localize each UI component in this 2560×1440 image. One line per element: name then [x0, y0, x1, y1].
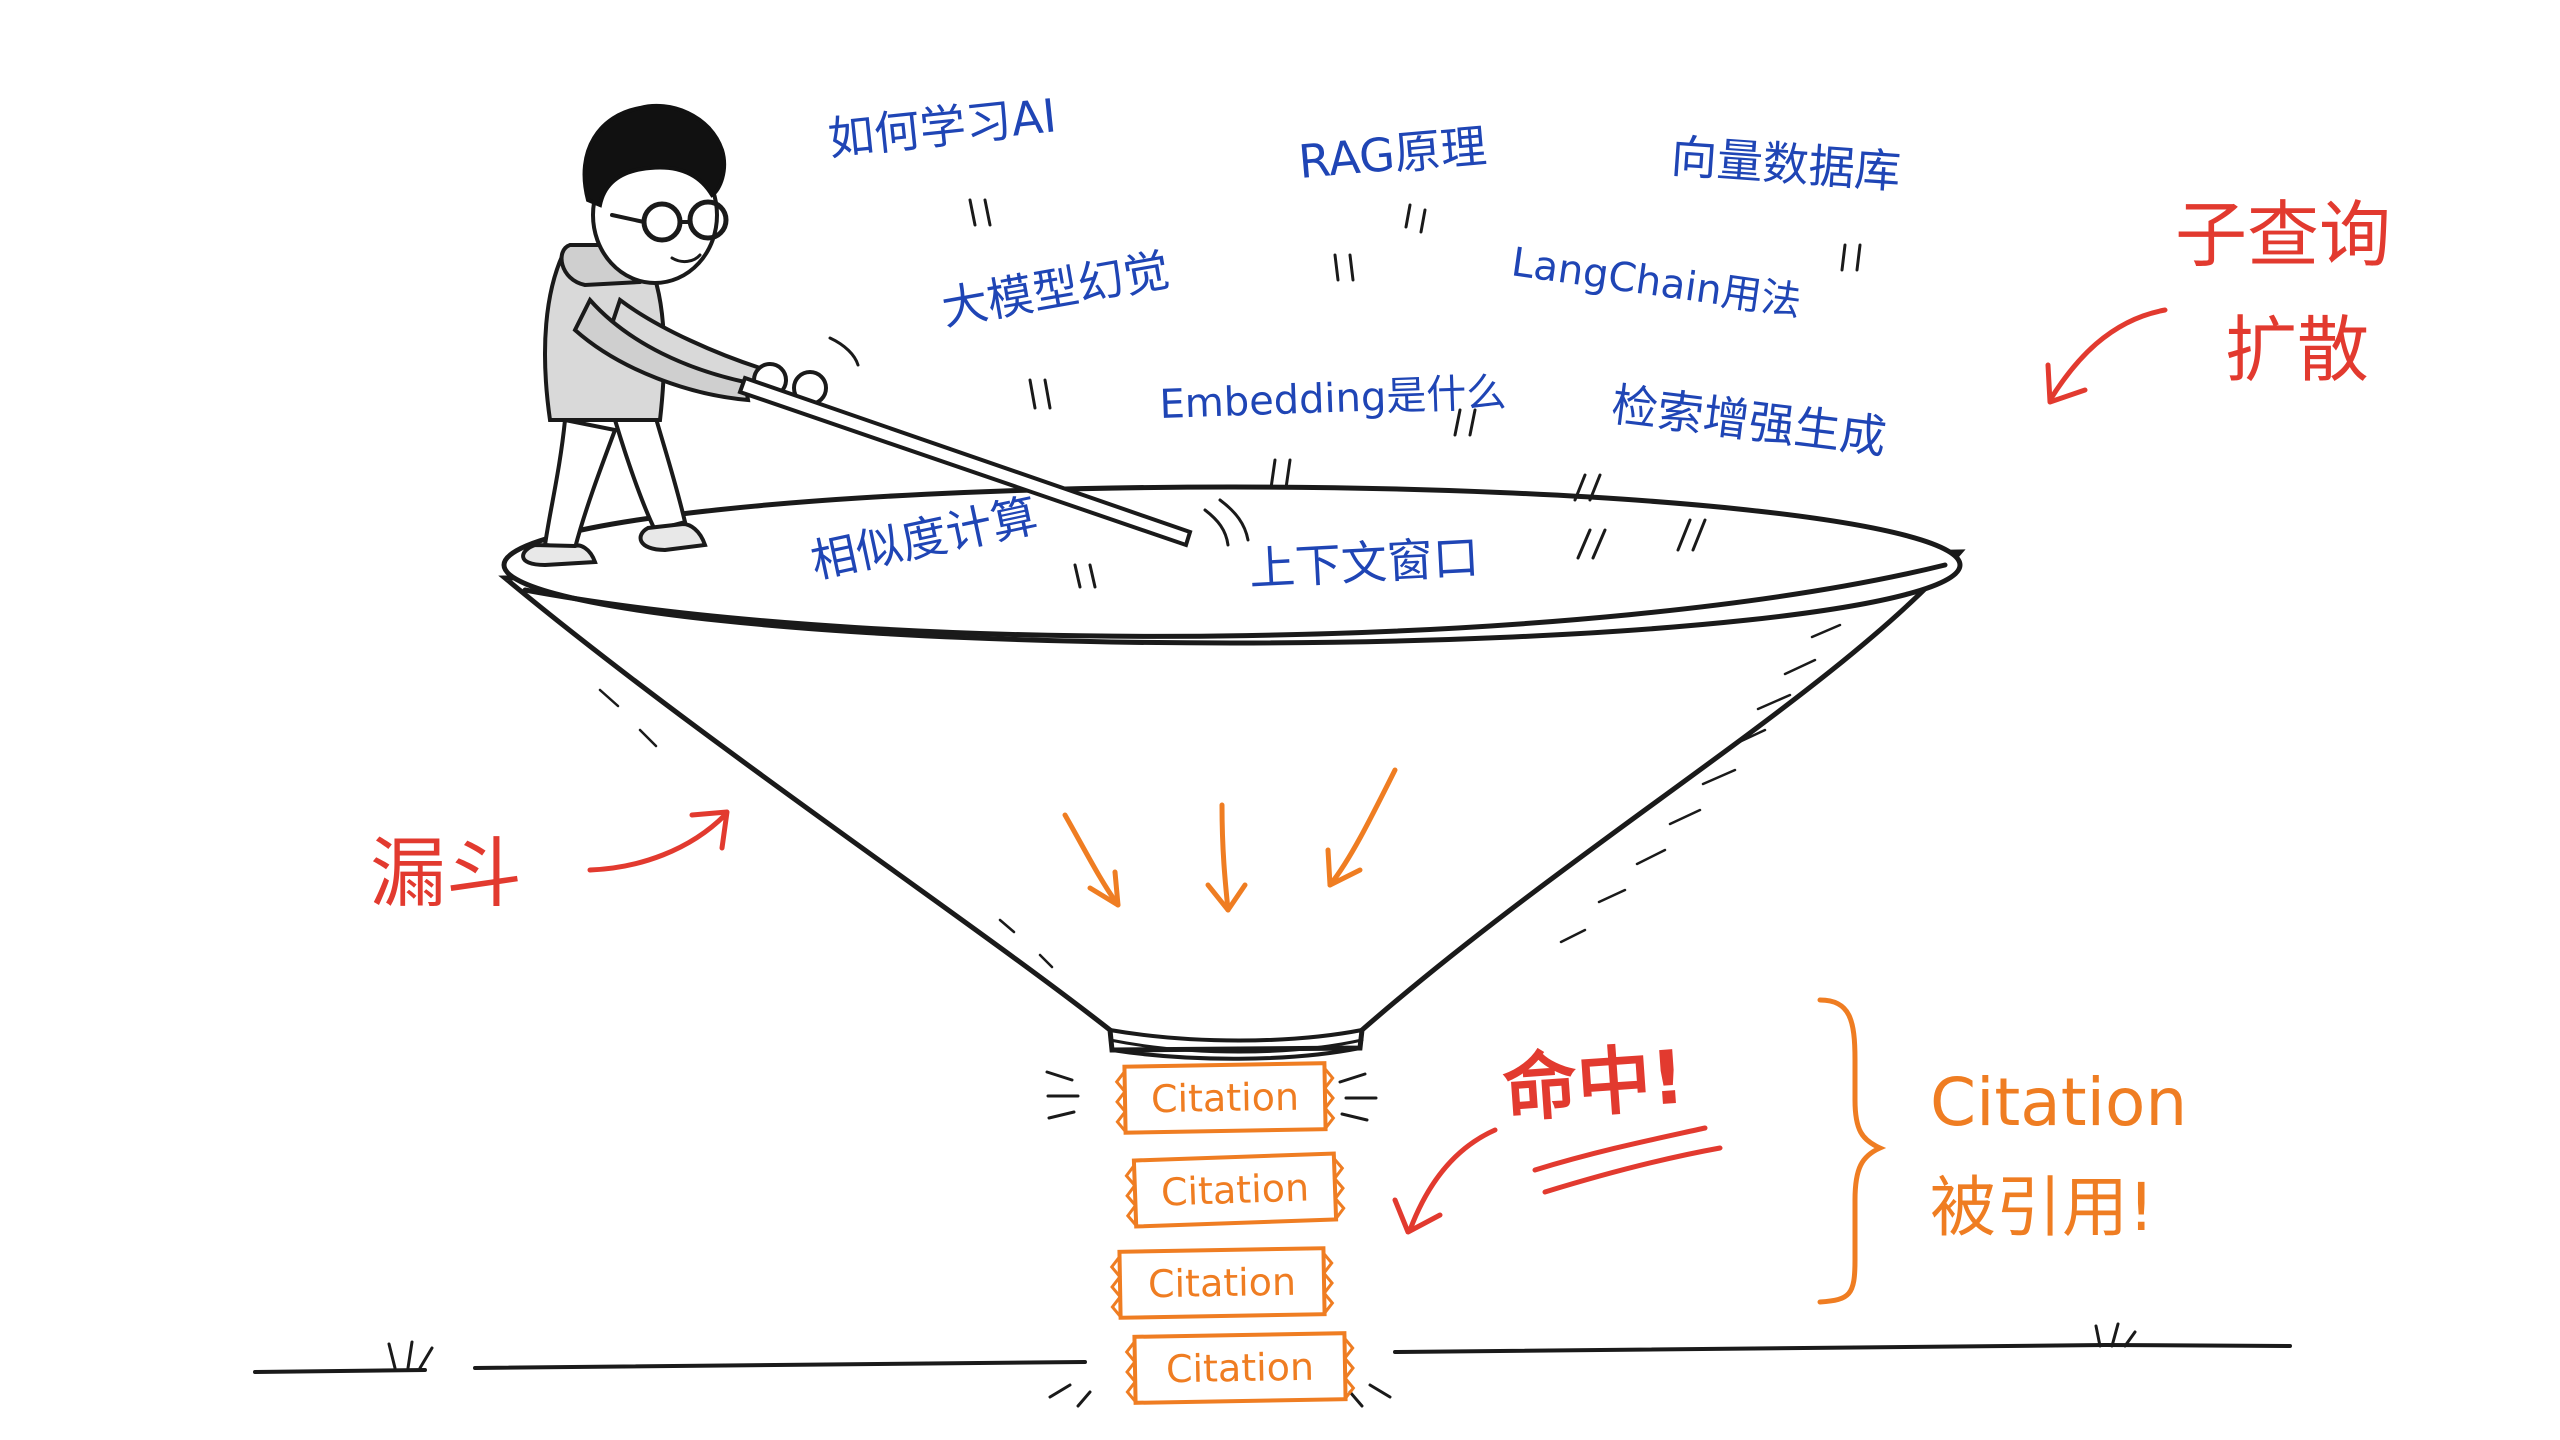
hit-label-text: 命中! — [1500, 1034, 1687, 1132]
citation-ticket: Citation — [1124, 1331, 1356, 1405]
citation-ticket-label: Citation — [1160, 1165, 1310, 1214]
citation-stack: Citation Citation Citation Citation — [1109, 1061, 1356, 1405]
hit-label: 命中! — [1392, 1034, 1723, 1235]
citation-note-cited: 被引用! — [1930, 1169, 2154, 1246]
citation-note: Citation 被引用! — [1817, 997, 2187, 1305]
query-text: RAG原理 — [1296, 119, 1488, 189]
funnel-label: 漏斗 — [370, 809, 730, 918]
ground — [253, 1322, 2292, 1374]
query-text: LangChain用法 — [1509, 239, 1804, 325]
citation-ticket-label: Citation — [1148, 1260, 1297, 1307]
stirring-stick-icon — [737, 336, 1250, 548]
query-text: 大模型幻觉 — [938, 243, 1174, 336]
subquery-label-line2: 扩散 — [2225, 308, 2369, 392]
funnel-label-text: 漏斗 — [370, 829, 522, 918]
citation-ticket: Citation — [1124, 1151, 1346, 1229]
query-text: Embedding是什么 — [1159, 370, 1507, 428]
citation-note-word: Citation — [1930, 1064, 2187, 1141]
query-text: 向量数据库 — [1669, 129, 1902, 199]
citation-ticket: Citation — [1109, 1246, 1335, 1320]
query-text: 检索增强生成 — [1609, 377, 1890, 464]
citation-ticket: Citation — [1114, 1061, 1336, 1135]
query-text: 上下文窗口 — [1248, 530, 1481, 596]
subquery-label-line1: 子查询 — [2175, 193, 2391, 277]
citation-ticket-label: Citation — [1151, 1075, 1300, 1122]
subquery-label: 子查询 扩散 — [2045, 193, 2391, 405]
boy-with-glasses-icon — [521, 103, 828, 568]
flow-arrows — [1062, 767, 1398, 913]
citation-ticket-label: Citation — [1166, 1345, 1315, 1392]
funnel — [498, 484, 1966, 1408]
query-text: 如何学习AI — [826, 88, 1059, 166]
